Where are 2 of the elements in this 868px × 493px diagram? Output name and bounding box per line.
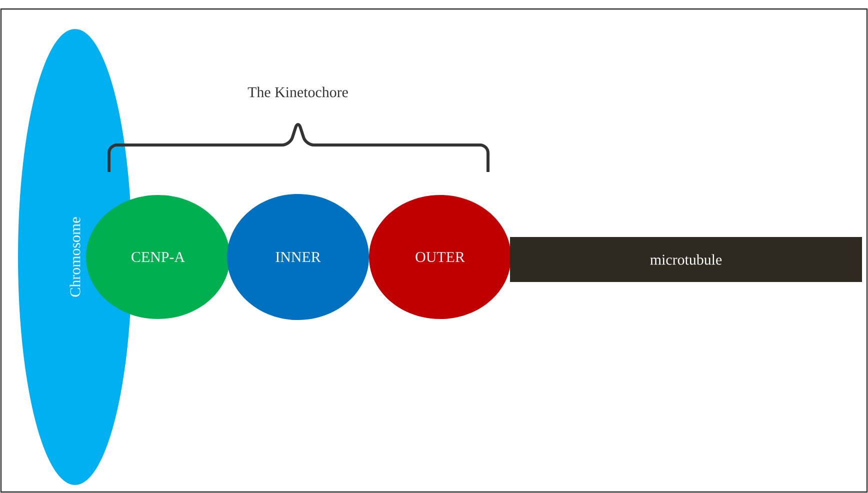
brace-label: The Kinetochore <box>248 86 348 98</box>
microtubule-bar: microtubule <box>510 237 862 282</box>
